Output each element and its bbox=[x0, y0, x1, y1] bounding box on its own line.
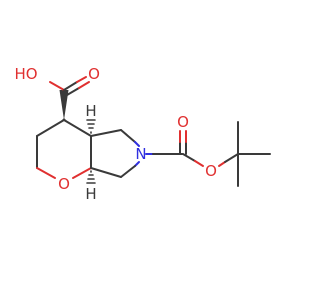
bond-c4-c5 bbox=[36, 119, 65, 137]
hydroxyl-label: HO bbox=[14, 65, 37, 83]
bond-n-c3 bbox=[120, 165, 136, 178]
bond-c1-n-blue bbox=[134, 141, 140, 147]
bond-oester-ctbu-dark bbox=[224, 153, 239, 163]
bond-c-o-dbl-a-dark bbox=[63, 81, 78, 91]
bond-c8-c4 bbox=[63, 119, 92, 137]
bond-c3-c7 bbox=[90, 167, 122, 178]
ring-nitrogen-label: N bbox=[135, 145, 146, 163]
carbonyl-o-boc-label: O bbox=[177, 113, 189, 131]
bond-oester-ctbu bbox=[218, 161, 226, 167]
ester-oxygen-label: O bbox=[205, 162, 217, 180]
ring-oxygen-label: O bbox=[58, 175, 70, 193]
wedge-bond-carboxyl bbox=[59, 90, 69, 120]
bond-c-o-dbl-a bbox=[76, 76, 87, 83]
bond-c-oester-dark bbox=[182, 153, 196, 162]
molecule-drawing: HO O O N O O H H bbox=[14, 65, 271, 203]
stereo-h-bottom-label: H bbox=[85, 185, 96, 203]
bond-c1-n bbox=[120, 129, 136, 143]
bond-o-c7 bbox=[72, 167, 92, 179]
bond-c-oester bbox=[194, 160, 204, 167]
bond-c-o-dbl-b bbox=[78, 81, 90, 89]
hash-bond-bottom bbox=[86, 170, 96, 184]
carbonyl-o-acid-label: O bbox=[88, 65, 100, 83]
bond-c-o-dbl-b-dark bbox=[66, 87, 80, 96]
hash-bond-top bbox=[86, 119, 96, 134]
structure-canvas: HO O O N O O H H bbox=[14, 65, 271, 203]
stereo-h-top-label: H bbox=[85, 102, 96, 120]
bond-c6-o bbox=[36, 167, 56, 179]
bond-c8-c1 bbox=[90, 129, 122, 137]
bond-c-oh bbox=[49, 81, 65, 91]
